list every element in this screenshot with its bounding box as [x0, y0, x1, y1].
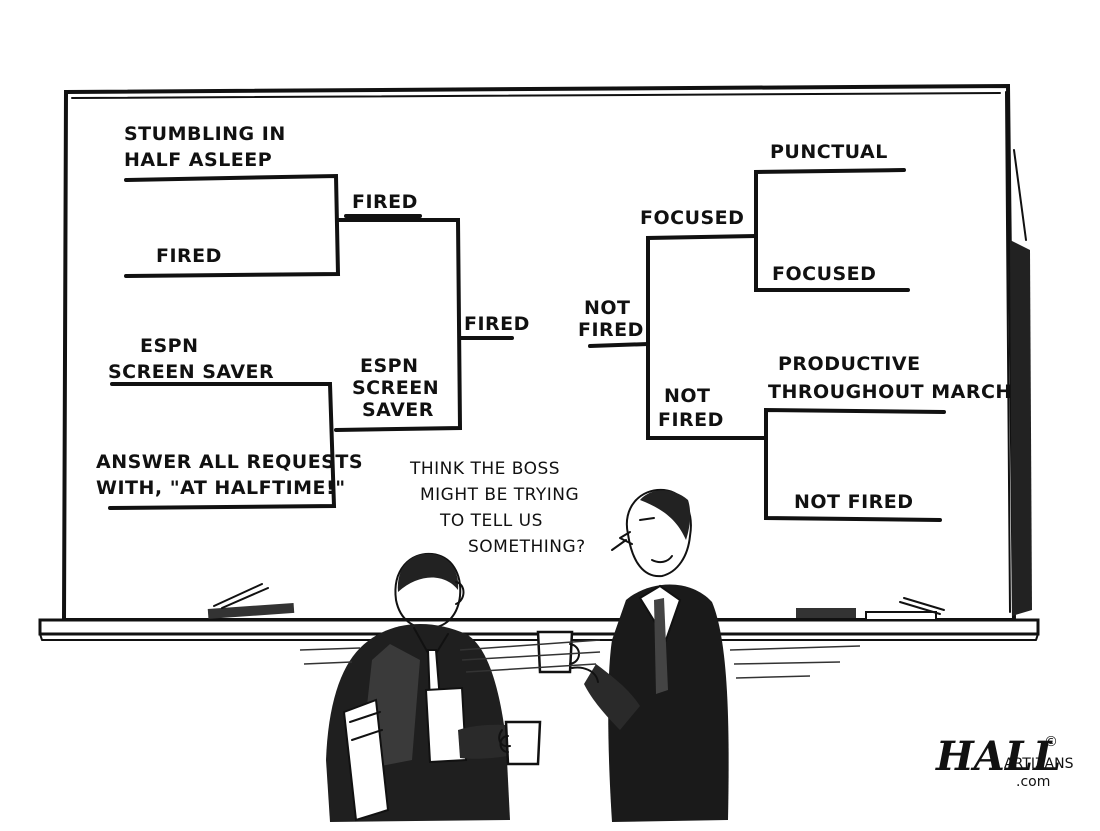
left-r1-a-label: STUMBLING IN HALF ASLEEP — [124, 123, 293, 171]
coworker-left-figure — [326, 552, 542, 822]
signature-site-line1: ARTIZANS — [1004, 756, 1074, 772]
right-r1-d-label: NOT FIRED — [794, 491, 914, 513]
left-r1-d-label: ANSWER ALL REQUESTS WITH, "AT HALFTIME!" — [96, 451, 370, 499]
signature-name: HALL — [935, 733, 1061, 780]
right-r2-top-label: FOCUSED — [640, 207, 744, 229]
right-r2-bottom-label: NOT FIRED — [658, 385, 724, 431]
left-bracket — [108, 173, 514, 510]
left-final-label: FIRED — [464, 313, 530, 335]
left-r1-c-label: ESPN SCREEN SAVER — [108, 335, 274, 383]
right-r1-c-label: PRODUCTIVE THROUGHOUT MARCH — [768, 353, 1012, 403]
speech-text: THINK THE BOSS MIGHT BE TRYING TO TELL U… — [409, 459, 586, 557]
whiteboard — [38, 83, 1040, 641]
floor-hatching — [299, 639, 861, 679]
left-r2-top-label: FIRED — [352, 191, 418, 213]
eraser-right-icon — [796, 597, 945, 621]
coworker-right-figure — [536, 488, 729, 822]
speech-tail — [611, 539, 627, 551]
right-r1-a-label: PUNCTUAL — [770, 141, 888, 163]
eraser-left-icon — [207, 583, 295, 619]
signature-site-line2: .com — [1016, 774, 1050, 790]
right-final-label: NOT FIRED — [578, 297, 644, 341]
left-r2-bottom-label: ESPN SCREEN SAVER — [352, 355, 446, 421]
signature-copyright: © — [1044, 734, 1058, 750]
artist-signature: HALL © ARTIZANS .com — [935, 733, 1074, 790]
right-bracket — [588, 168, 946, 522]
board-side-shadow — [1010, 240, 1032, 616]
right-r1-b-label: FOCUSED — [772, 263, 876, 285]
left-r1-b-label: FIRED — [156, 245, 222, 267]
